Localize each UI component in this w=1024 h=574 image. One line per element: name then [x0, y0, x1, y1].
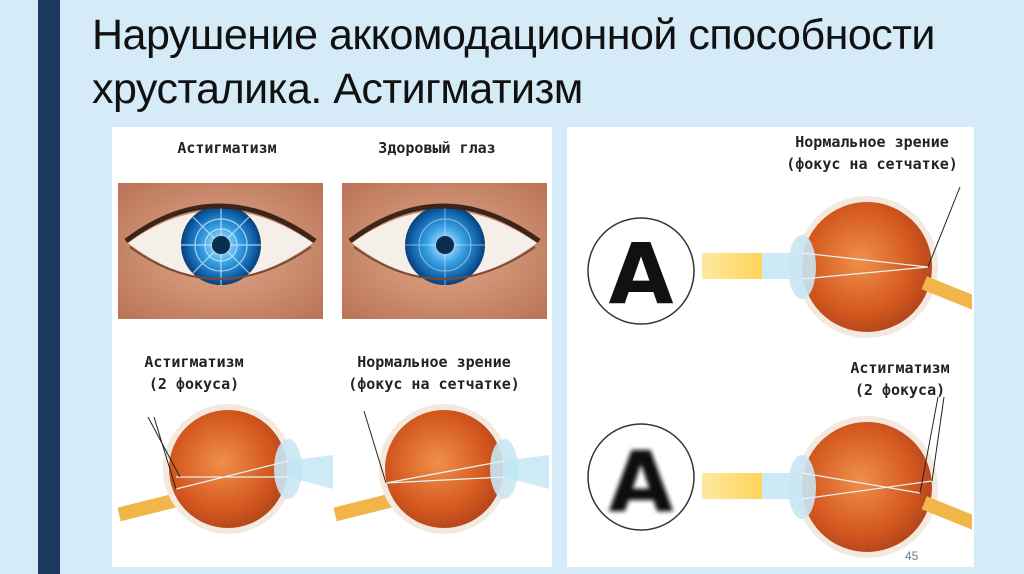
astigmatic-eye-cross-section — [118, 397, 333, 557]
sharp-letter-circle: A — [585, 215, 697, 327]
normal-eye-cross-section — [334, 397, 549, 557]
caption-astigmatism-two-foci: Астигматизм (2 фокуса) — [144, 353, 244, 393]
sharp-letter: A — [608, 225, 673, 323]
astigmatism-eye-diagram — [702, 397, 972, 567]
left-illustration-panel: Астигматизм Здоровый глаз — [112, 127, 552, 567]
blurred-letter-circle: A — [585, 421, 697, 533]
normal-vision-eye-diagram — [702, 187, 972, 357]
title-line-1: Нарушение аккомодационной способности — [92, 11, 935, 59]
caption-normal-vision-right: Нормальное зрение (фокус на сетчатке) — [786, 133, 958, 173]
caption-astigmatism-right: Астигматизм (2 фокуса) — [850, 359, 950, 399]
right-illustration-panel: Нормальное зрение (фокус на сетчатке) A … — [567, 127, 974, 567]
healthy-eye-photo — [342, 183, 547, 319]
slide-title: Нарушение аккомодационной способности хр… — [92, 8, 992, 116]
blurred-letter: A — [608, 433, 673, 531]
caption-normal-vision: Нормальное зрение (фокус на сетчатке) — [348, 353, 520, 393]
astigmatic-eye-photo — [118, 183, 323, 319]
page-number: 45 — [905, 549, 919, 563]
left-accent-bar — [38, 0, 60, 574]
caption-healthy-eye: Здоровый глаз — [378, 139, 496, 157]
caption-astigmatism-eye: Астигматизм — [177, 139, 277, 157]
title-line-2: хрусталика. Астигматизм — [92, 65, 583, 113]
